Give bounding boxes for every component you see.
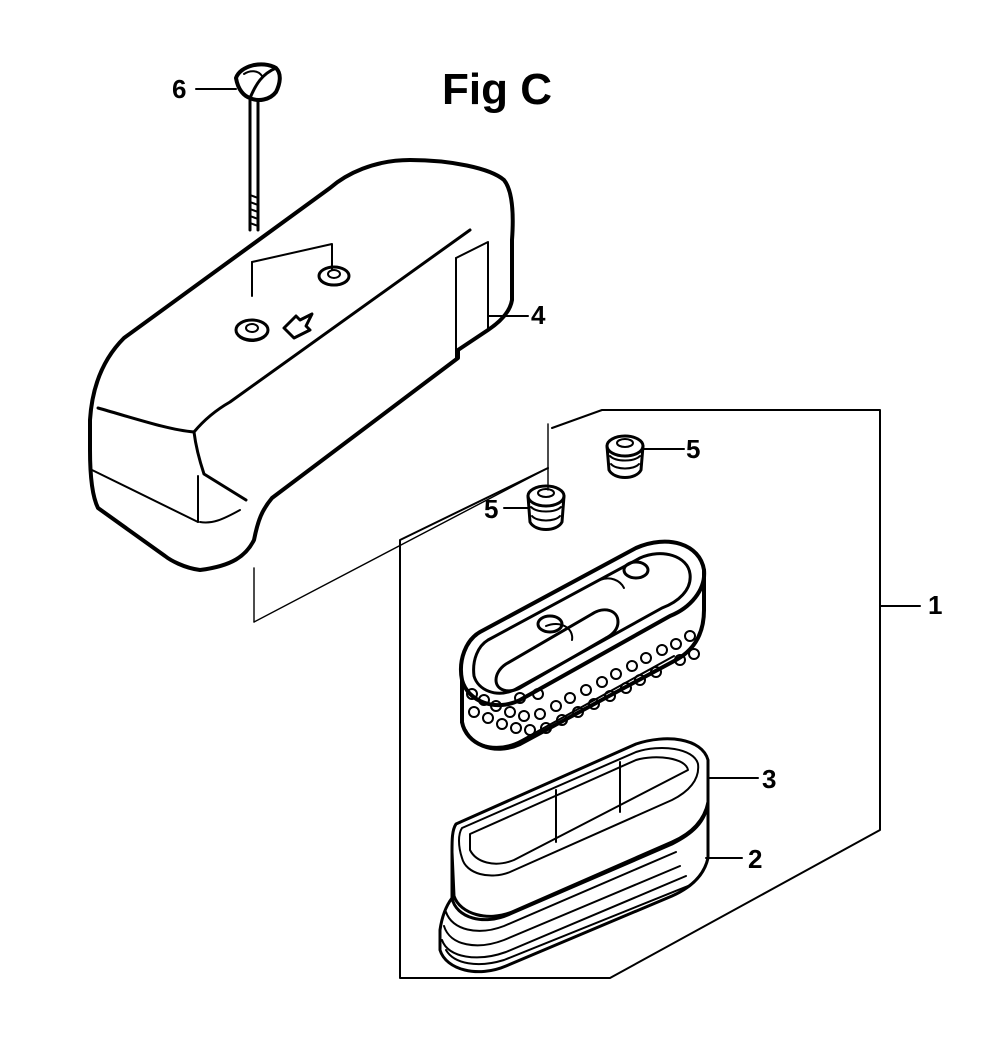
callout-6: 6 xyxy=(172,74,186,104)
part-5-grommet-upper xyxy=(605,434,645,479)
callout-5b: 5 xyxy=(686,434,700,464)
part-5-grommet-lower xyxy=(526,484,566,531)
callout-2: 2 xyxy=(748,844,762,874)
callout-1: 1 xyxy=(928,590,942,620)
perforations xyxy=(466,630,700,736)
part-1-assembly-bracket xyxy=(399,409,921,979)
callout-4: 4 xyxy=(531,300,546,330)
figure-title: Fig C xyxy=(442,65,552,114)
callout-5a: 5 xyxy=(484,494,498,524)
filter-housing xyxy=(459,539,707,751)
part-6-wing-bolt xyxy=(234,62,282,232)
part-3-foam-filter xyxy=(450,737,710,918)
part-4-air-cleaner-cover xyxy=(88,158,515,572)
part-2-paper-element xyxy=(438,800,710,974)
callout-3: 3 xyxy=(762,764,776,794)
